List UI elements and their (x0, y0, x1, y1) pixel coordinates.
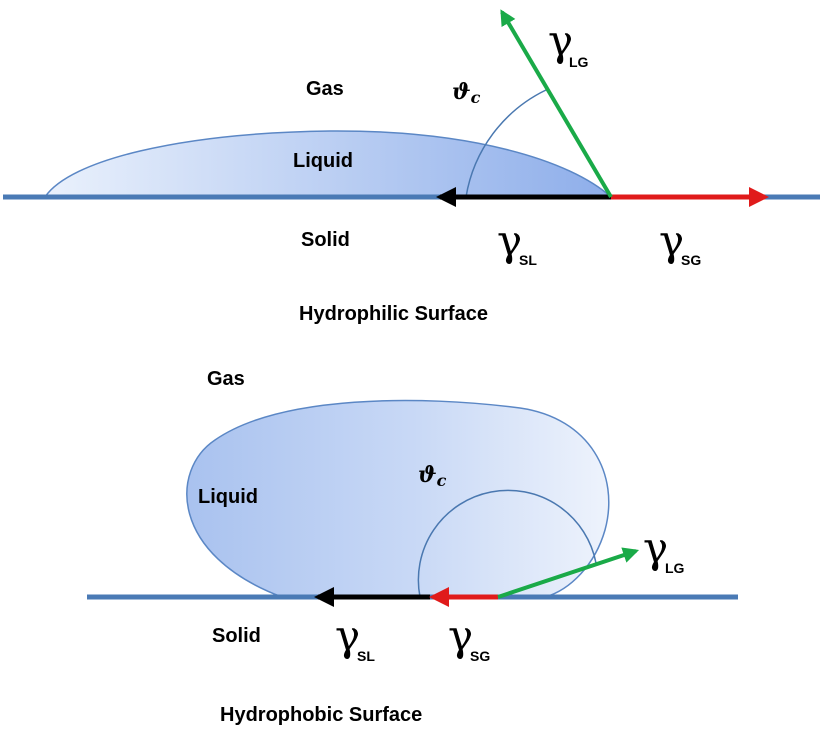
hydrophilic-solid-label: Solid (301, 229, 350, 251)
hydrophilic-gamma-sl-subscript: SL (519, 252, 537, 268)
hydrophilic-gamma-sg-symbol: γ (659, 216, 684, 265)
hydrophobic-gamma-lg-arrow (497, 547, 640, 599)
hydrophobic-panel: Gas Liquid Solid ϑc γ LG γ SL γ SG Hydro… (87, 368, 738, 726)
hydrophilic-contact-angle-arc (465, 89, 547, 198)
hydrophobic-gamma-lg-symbol: γ (643, 523, 668, 572)
hydrophobic-contact-angle-arc (417, 489, 597, 598)
hydrophilic-panel: Gas Liquid Solid ϑc γ LG γ SL γ SG Hydro… (3, 9, 820, 325)
hydrophobic-liquid-label: Liquid (198, 486, 258, 508)
hydrophobic-caption: Hydrophobic Surface (220, 704, 422, 726)
hydrophobic-droplet (186, 399, 610, 598)
hydrophobic-gamma-sl-symbol: γ (335, 611, 360, 660)
hydrophilic-theta-subscript: c (471, 88, 481, 107)
hydrophilic-caption: Hydrophilic Surface (299, 303, 488, 325)
hydrophilic-gamma-lg-arrow (500, 9, 613, 199)
hydrophobic-solid-label: Solid (212, 625, 261, 647)
hydrophilic-theta-symbol: ϑc (452, 79, 481, 107)
hydrophobic-theta-symbol: ϑc (418, 462, 447, 490)
hydrophilic-gamma-sg-subscript: SG (681, 252, 701, 268)
hydrophilic-gamma-lg-symbol: γ (548, 16, 573, 65)
hydrophobic-gas-label: Gas (207, 368, 245, 390)
hydrophilic-gas-label: Gas (306, 78, 344, 100)
hydrophilic-gamma-lg-subscript: LG (569, 54, 589, 70)
hydrophobic-gamma-sg-symbol: γ (448, 611, 473, 660)
hydrophobic-theta-subscript: c (437, 471, 447, 490)
hydrophobic-gamma-sl-subscript: SL (357, 648, 375, 664)
hydrophilic-liquid-label: Liquid (293, 150, 353, 172)
hydrophobic-gamma-lg-subscript: LG (665, 560, 685, 576)
hydrophobic-gamma-sg-subscript: SG (470, 648, 490, 664)
hydrophilic-gamma-sl-symbol: γ (497, 216, 522, 265)
